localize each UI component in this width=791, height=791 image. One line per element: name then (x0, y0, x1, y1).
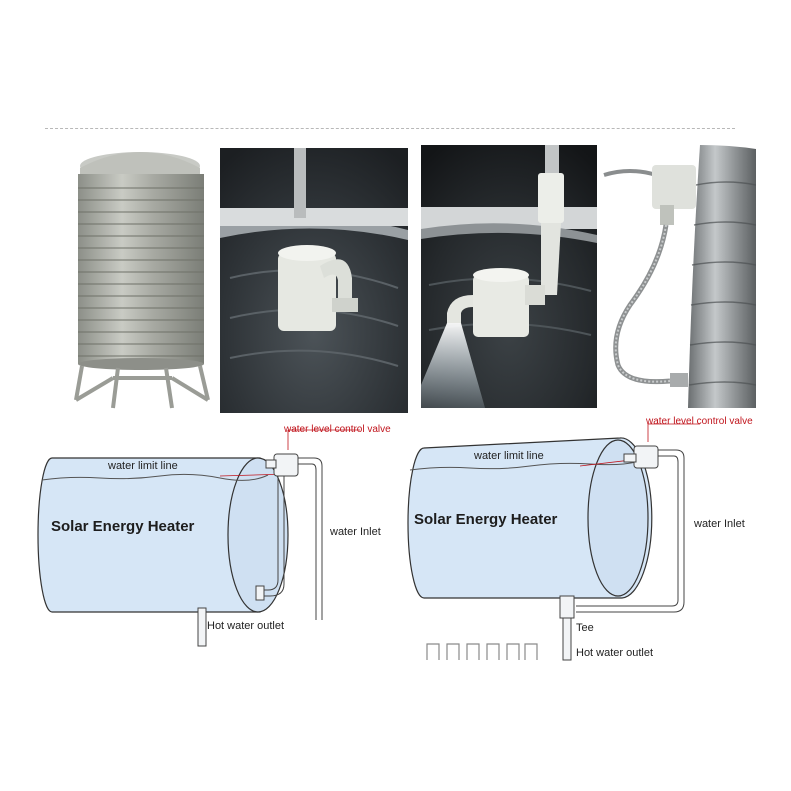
top-divider (45, 128, 735, 129)
glyph-watermark (426, 643, 538, 660)
valve-label-right: water level control valve (646, 416, 753, 427)
diagram-left (37, 429, 360, 647)
diagram-right (407, 423, 700, 661)
outlet-label-right: Hot water outlet (576, 647, 654, 659)
water-spray-photo (421, 145, 597, 408)
valve-label-left: water level control valve (284, 424, 391, 435)
outlet-label-left: Hot water outlet (207, 620, 285, 632)
heater-label-left: Solar Energy Heater (51, 518, 195, 535)
inlet-label-left: water Inlet (330, 526, 381, 538)
tank-photo (68, 138, 218, 413)
limit-line-label-right: water limit line (474, 450, 544, 462)
heater-label-right: Solar Energy Heater (414, 511, 558, 528)
float-valve-photo (220, 148, 408, 413)
limit-line-label-left: water limit line (108, 460, 178, 472)
tee-label-right: Tee (576, 622, 594, 634)
hose-tank-photo (600, 145, 756, 408)
inlet-label-right: water Inlet (694, 518, 745, 530)
